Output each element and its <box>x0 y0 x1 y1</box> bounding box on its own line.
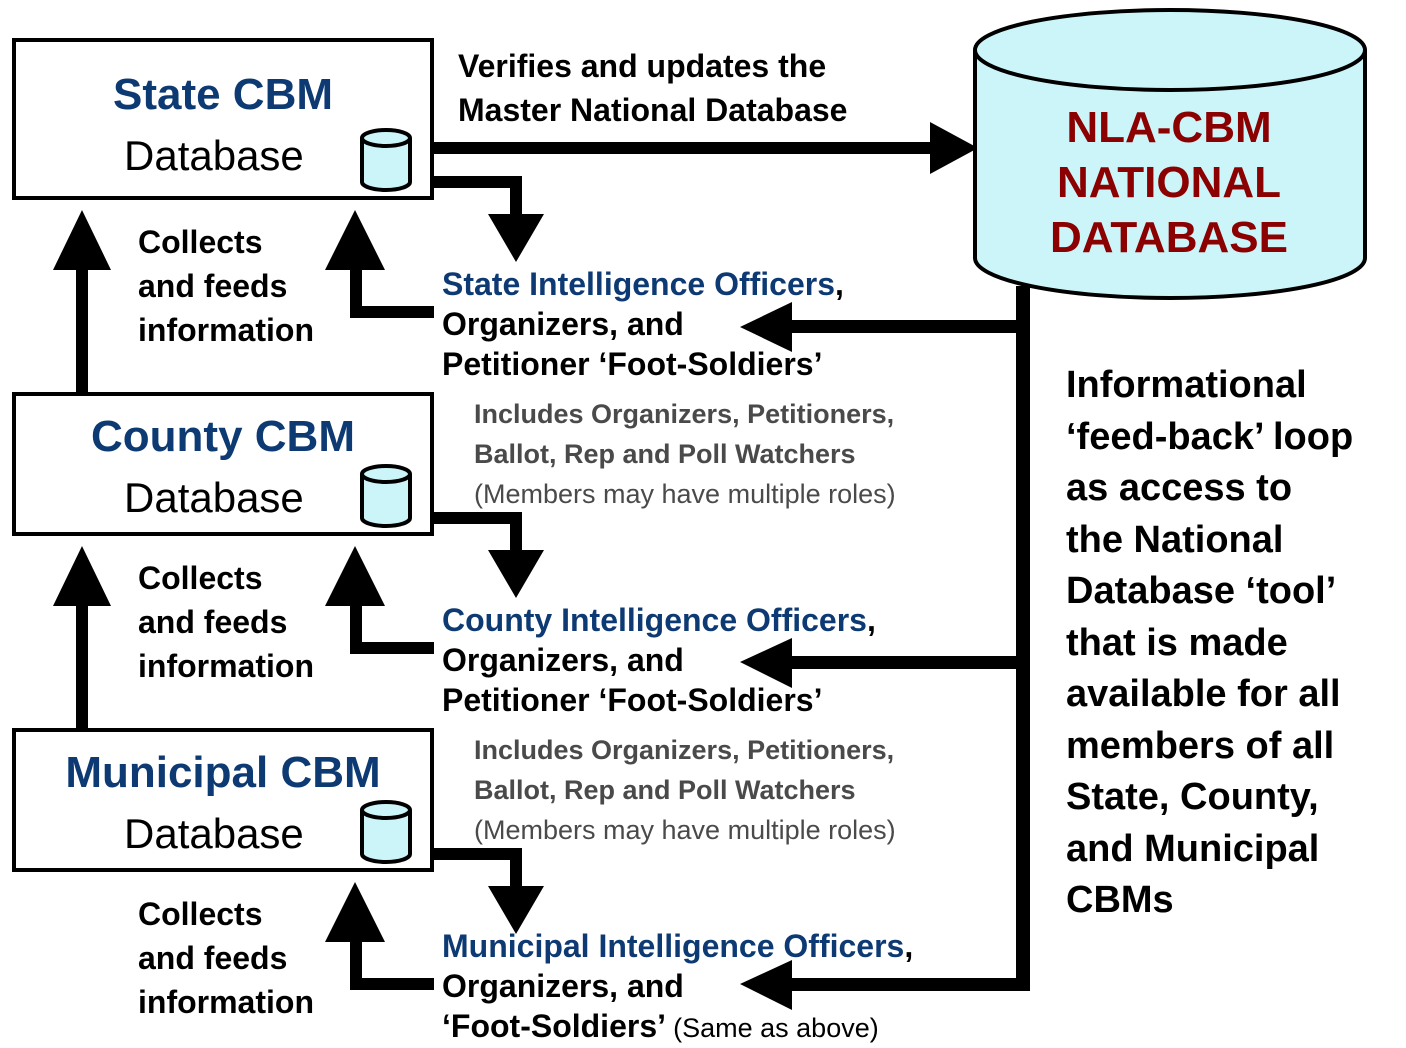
verify-line1: Verifies and updates the <box>458 48 827 84</box>
county-officers-title: County Intelligence Officers <box>442 602 867 638</box>
county-cbm-subtitle: Database <box>124 474 304 521</box>
database-icon <box>360 464 412 528</box>
collects-label-county: Collects and feeds information <box>138 560 314 684</box>
municipal-officers-block: Municipal Intelligence Officers, Organiz… <box>442 928 914 1044</box>
national-database-cylinder <box>973 8 1367 300</box>
county-cbm-title: County CBM <box>91 412 355 461</box>
database-icon <box>360 128 412 192</box>
database-icon <box>360 800 412 864</box>
national-db-line1: NLA-CBM <box>1066 103 1272 152</box>
county-cbm-box: County CBM Database <box>12 392 434 536</box>
state-cbm-box: State CBM Database <box>12 38 434 200</box>
collects-label-state: Collects and feeds information <box>138 224 314 348</box>
national-database-label: NLA-CBM NATIONAL DATABASE <box>975 100 1363 265</box>
state-cbm-subtitle: Database <box>124 132 304 179</box>
national-db-line3: DATABASE <box>1050 213 1288 262</box>
municipal-cbm-subtitle: Database <box>124 810 304 857</box>
verify-label: Verifies and updates the Master National… <box>458 44 847 132</box>
municipal-officers-title: Municipal Intelligence Officers <box>442 928 905 964</box>
state-officers-includes: Includes Organizers, Petitioners, Ballot… <box>474 399 896 509</box>
municipal-cbm-box: Municipal CBM Database <box>12 728 434 872</box>
state-officers-block: State Intelligence Officers, Organizers,… <box>442 266 844 382</box>
state-officers-title: State Intelligence Officers <box>442 266 836 302</box>
state-cbm-title: State CBM <box>112 70 334 119</box>
county-officers-block: County Intelligence Officers, Organizers… <box>442 602 876 718</box>
municipal-cbm-title: Municipal CBM <box>65 748 381 797</box>
collects-label-municipal: Collects and feeds information <box>138 896 314 1020</box>
feedback-note: Informational ‘feed-back’ loop as access… <box>1066 364 1354 921</box>
verify-line2: Master National Database <box>458 92 848 128</box>
national-db-line2: NATIONAL <box>1056 158 1282 207</box>
county-officers-includes: Includes Organizers, Petitioners, Ballot… <box>474 735 896 845</box>
